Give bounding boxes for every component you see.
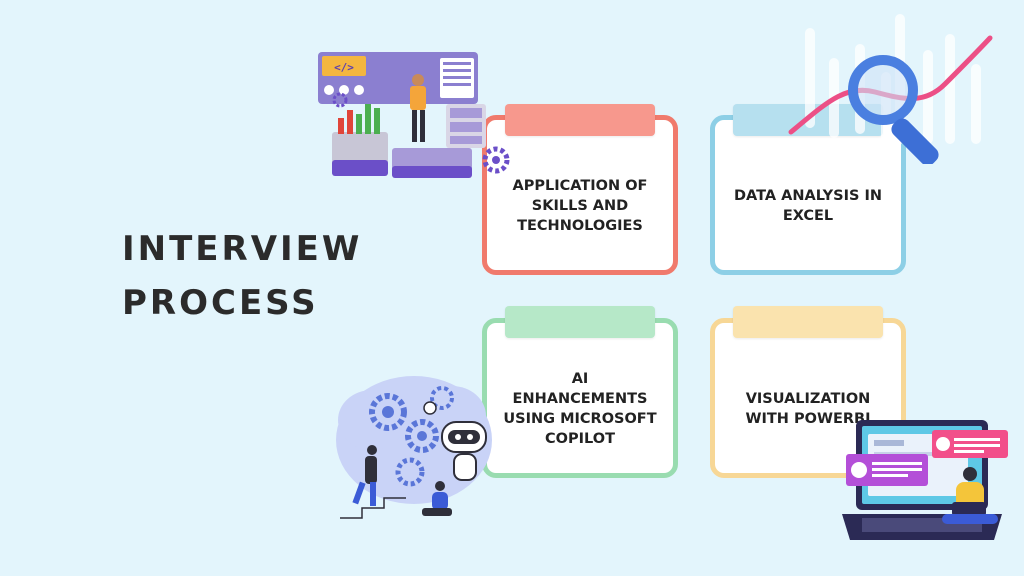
laptop-chat-illustration: [842, 420, 1008, 540]
code-icon: </>: [334, 61, 354, 74]
card-ai-enhancements: AI ENHANCEMENTS USING MICROSOFT COPILOT: [482, 318, 678, 478]
card-label: DATA ANALYSIS IN EXCEL: [733, 188, 883, 224]
card-application-skills: APPLICATION OF SKILLS AND TECHNOLOGIES: [482, 115, 678, 275]
page-title: INTERVIEW PROCESS: [122, 222, 362, 330]
ai-robot-brain-illustration: [336, 376, 492, 519]
dashboard-code-illustration: </>: [318, 52, 510, 178]
title-line-2: PROCESS: [122, 283, 319, 323]
card-label: VISUALIZATION WITH POWERBI: [745, 391, 871, 427]
magnifier-analytics-illustration: [788, 14, 993, 164]
title-line-1: INTERVIEW: [122, 229, 363, 269]
card-tab: [505, 104, 655, 136]
card-tab: [505, 306, 655, 338]
card-label: AI ENHANCEMENTS USING MICROSOFT COPILOT: [503, 371, 657, 447]
card-tab: [733, 306, 883, 338]
card-label: APPLICATION OF SKILLS AND TECHNOLOGIES: [512, 178, 648, 234]
